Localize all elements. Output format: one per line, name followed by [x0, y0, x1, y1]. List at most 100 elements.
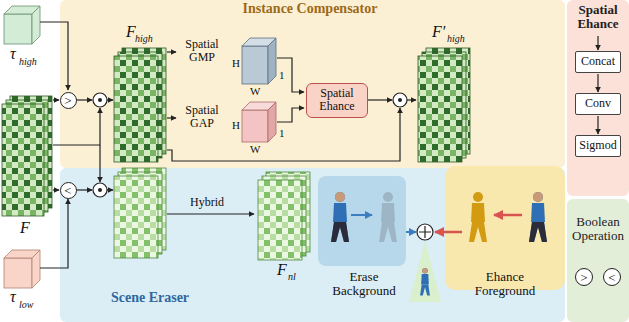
tensor-symbol: τ: [10, 289, 16, 305]
flow-arrow: [167, 117, 176, 118]
process-box: Spatial Ehance: [306, 83, 368, 118]
feature-map-stack: [114, 56, 158, 162]
feature-map-stack: [114, 168, 166, 258]
region-fill: [60, 0, 565, 168]
person-figure: [420, 268, 430, 296]
threshold-prism: [4, 6, 40, 44]
region-title: Instance Compensator: [210, 1, 410, 16]
flow-arrow: [351, 214, 372, 216]
tensor-symbol: F′: [432, 24, 445, 40]
side-panel: Boolean Operation > <: [567, 199, 629, 322]
person-figure: [335, 192, 345, 202]
flow-arrow: [167, 213, 254, 214]
threshold-prism: [32, 250, 40, 288]
dimension-label: 1: [279, 128, 285, 139]
region-fill: [567, 0, 629, 196]
pooled-cube: [242, 102, 276, 142]
dimension-label: H: [232, 120, 240, 131]
flow-arrow: [53, 189, 59, 190]
person-figure: [533, 192, 543, 202]
caption-label: Erase Background: [324, 270, 404, 299]
pooled-cube: [268, 102, 276, 142]
feature-map-stack: [258, 180, 302, 260]
subscript: low: [19, 300, 33, 310]
flow-arrow: [107, 99, 113, 100]
operator-symbol: <: [64, 184, 71, 197]
region-fill: [567, 199, 629, 322]
erase-panel: [318, 176, 406, 266]
operator-symbol: >: [580, 271, 587, 284]
operator-symbol: <: [608, 271, 615, 284]
person-figure: [529, 192, 547, 242]
flow-arrow: [368, 99, 392, 100]
comparison-operator: >: [575, 268, 593, 286]
person-figure: [379, 192, 397, 242]
feature-map-stack: [2, 104, 44, 216]
subscript: high: [447, 34, 465, 44]
multiply-symbol: [398, 98, 402, 102]
operation-label: Spatial GMP: [178, 38, 226, 64]
feature-map-stack: [2, 96, 52, 216]
add-symbol: [419, 226, 431, 238]
region-title: Scene Eraser: [90, 290, 210, 305]
flow-arrow: [40, 22, 68, 90]
process-box: Sigmod: [575, 135, 621, 157]
flow-arrow: [597, 36, 598, 50]
subscript: nl: [288, 272, 296, 282]
multiply-symbol: [93, 183, 107, 197]
panel-title: Spatial Ehance: [567, 3, 629, 32]
operation-label: Hybrid: [190, 196, 224, 208]
pooled-cube: [242, 110, 268, 142]
person-figure: [331, 192, 349, 242]
comparison-operator: >: [60, 92, 77, 109]
flow-arrow: [107, 189, 113, 190]
person-silhouette: [469, 192, 487, 242]
dimension-label: H: [232, 58, 240, 69]
person-figure: [331, 192, 349, 242]
flow-arrow: [76, 189, 92, 190]
person-figure: [529, 192, 547, 242]
subscript: high: [19, 57, 37, 67]
pooled-cube: [268, 38, 276, 84]
operator-symbol: >: [64, 94, 71, 107]
flow-arrow: [40, 199, 68, 268]
flow-arrow: [53, 108, 100, 145]
comparison-operator: <: [60, 182, 77, 199]
operation-label: Spatial GAP: [178, 104, 226, 130]
flow-arrow: [167, 51, 176, 52]
multiply-symbol: [98, 188, 102, 192]
feature-map-stack: [258, 172, 310, 260]
panel-title: Boolean Operation: [567, 215, 629, 244]
box-label: Conv: [585, 97, 611, 110]
tensor-symbol: F: [277, 262, 287, 278]
flow-arrow: [407, 99, 416, 100]
caption-label: Ehance Foreground: [455, 270, 555, 299]
tensor-symbol: τ: [10, 46, 16, 62]
feature-map-stack: [418, 56, 462, 162]
comparison-operator: <: [603, 268, 621, 286]
dimension-label: W: [250, 86, 260, 97]
feature-map-stack: [114, 48, 166, 162]
box-label: Spatial Ehance: [310, 87, 364, 113]
person-figure: [422, 268, 428, 274]
multiply-symbol: [93, 93, 107, 107]
threshold-prism: [4, 258, 32, 288]
side-panel: Spatial EhanceConcatConvSigmod: [567, 0, 629, 196]
flow-arrow: [277, 58, 304, 92]
person-silhouette: [469, 192, 487, 242]
flow-arrow: [435, 231, 462, 234]
tensor-symbol: F: [20, 220, 30, 236]
person-figure: [379, 192, 397, 242]
flow-arrow: [277, 108, 304, 122]
threshold-prism: [32, 6, 40, 44]
feature-map-stack: [114, 176, 158, 258]
box-label: Sigmod: [579, 139, 616, 152]
feature-map-stack: [418, 48, 470, 162]
subscript: high: [135, 34, 153, 44]
flow-connector: [597, 116, 598, 134]
tensor-symbol: F: [126, 24, 136, 40]
person-figure: [529, 222, 547, 242]
spotlight: [409, 241, 441, 302]
